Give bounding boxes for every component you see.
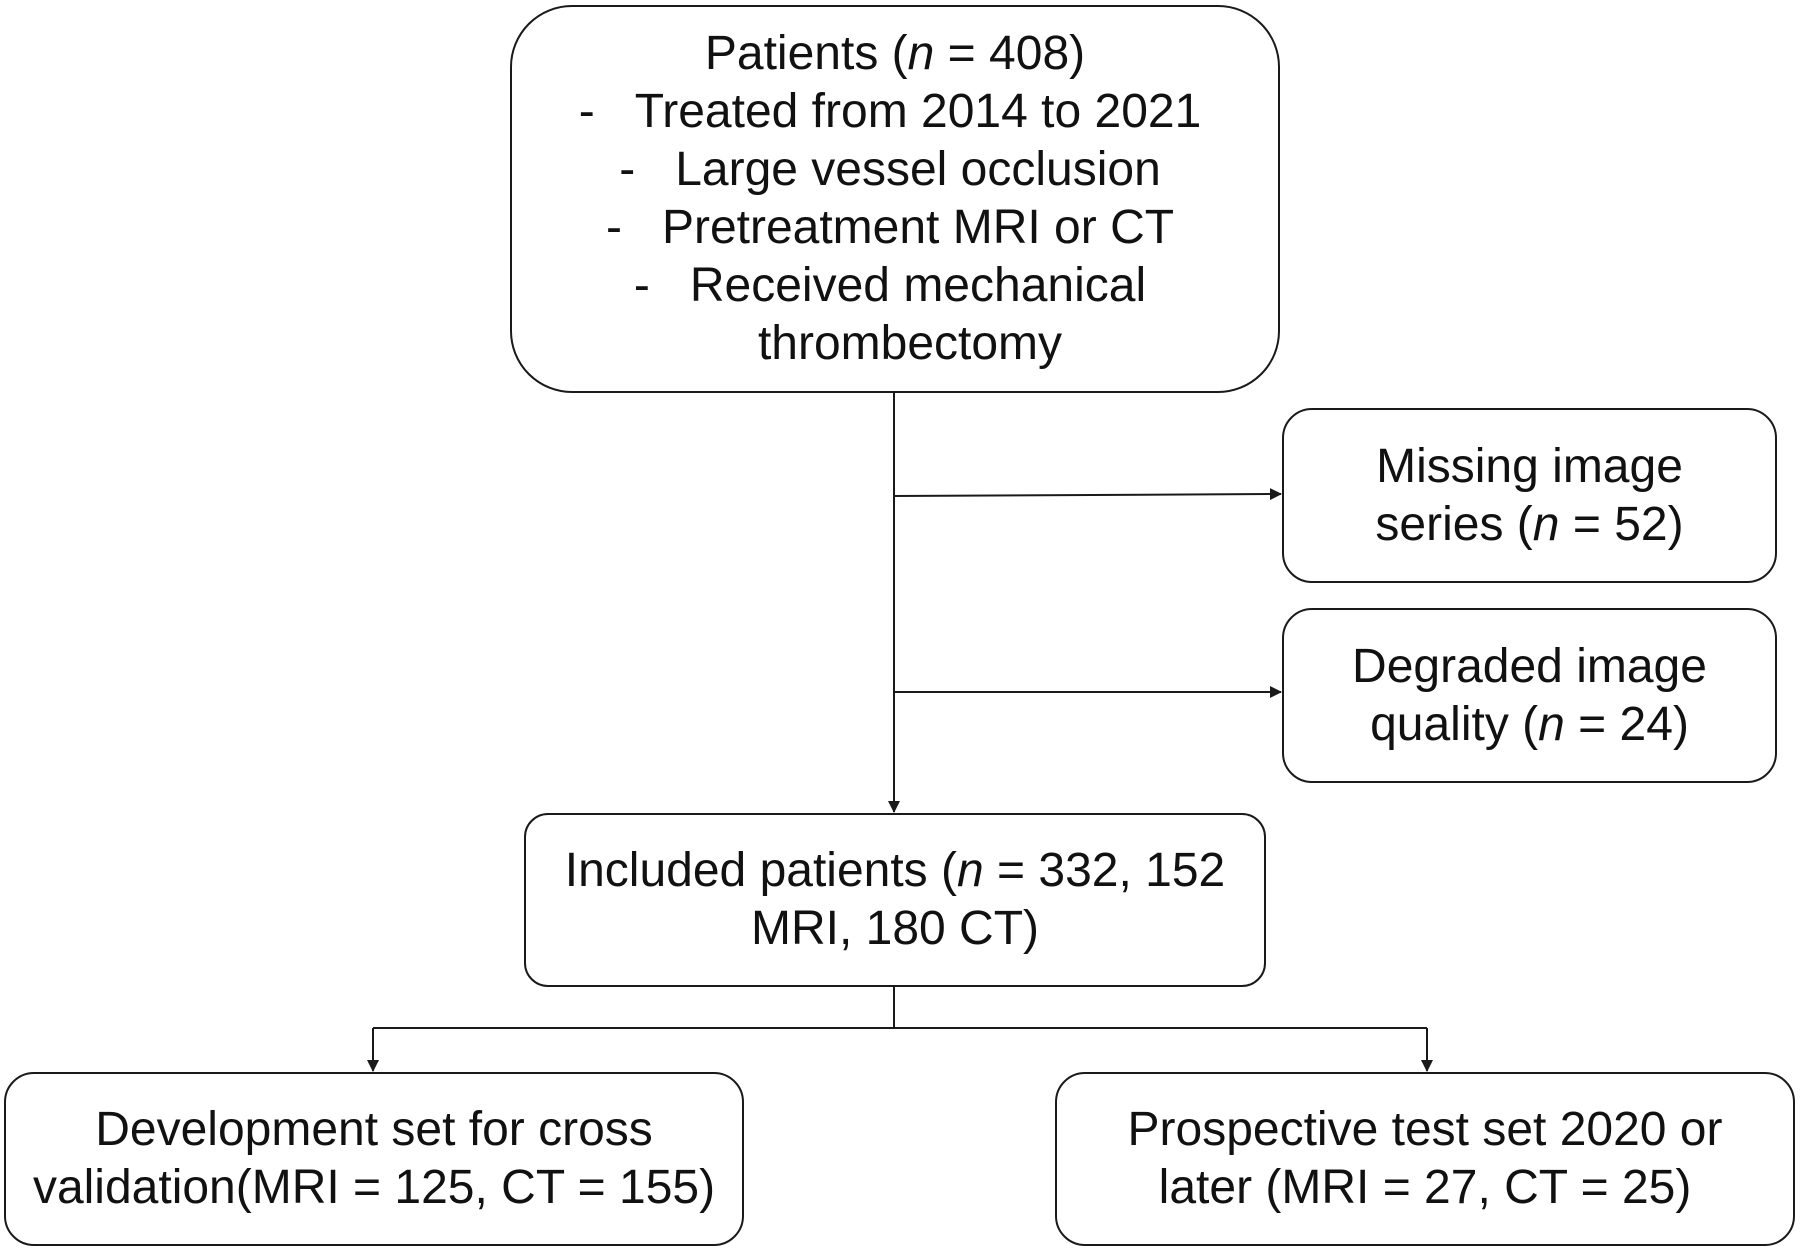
included-patients-box: Included patients (n = 332, 152 MRI, 180… [524,813,1266,987]
degraded-quality-box: Degraded image quality (n = 24) [1282,608,1777,783]
degraded-line-1: Degraded image [1352,639,1707,693]
patients-criterion: -Treated from 2014 to 2021 [578,85,1202,138]
development-line-1: Development set for cross [95,1103,653,1156]
missing-line-1: Missing image [1376,439,1683,493]
exclusion-arrow-missing [893,488,1282,501]
patients-criterion: -Pretreatment MRI or CT [605,201,1175,254]
missing-line-2: series (n = 52) [1375,497,1684,551]
prospective-test-set-box: Prospective test set 2020 or later (MRI … [1055,1072,1795,1246]
patients-criterion: -Received mechanical [633,259,1147,312]
included-line-2: MRI, 180 CT) [750,902,1040,955]
development-line-2: validation(MRI = 125, CT = 155) [32,1161,716,1214]
degraded-line-2: quality (n = 24) [1370,697,1689,751]
n-symbol: n [957,844,984,897]
patients-box: Patients (n = 408) -Treated from 2014 to… [510,5,1280,393]
patients-criterion-continuation: thrombectomy [757,317,1063,370]
n-symbol: n [1532,497,1560,551]
missing-series-box: Missing image series (n = 52) [1282,408,1777,583]
patients-title: Patients (n = 408) [704,27,1086,80]
development-set-box: Development set for cross validation(MRI… [4,1072,744,1246]
prospective-line-1: Prospective test set 2020 or [1127,1103,1723,1156]
patients-criterion: -Large vessel occlusion [619,143,1161,196]
n-symbol: n [1538,697,1565,751]
n-symbol: n [907,27,935,80]
included-line-1: Included patients (n = 332, 152 [564,844,1226,897]
prospective-line-2: later (MRI = 27, CT = 25) [1158,1161,1692,1214]
